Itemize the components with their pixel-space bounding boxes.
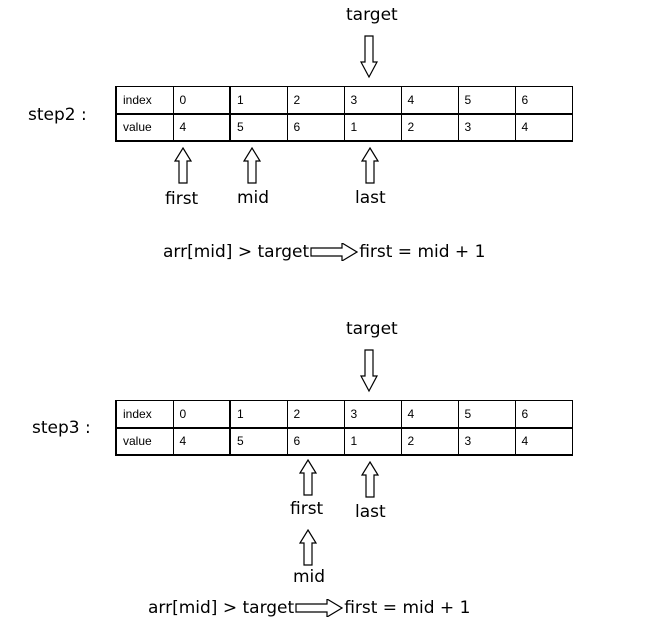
value-cell: 4 bbox=[514, 427, 573, 456]
step3-array-table: index 0 1 2 3 4 5 6 value 4 5 6 1 2 3 4 bbox=[115, 400, 573, 456]
formula-condition: arr[mid] > target bbox=[148, 598, 295, 618]
value-cell: 6 bbox=[286, 427, 345, 456]
index-cell: 3 bbox=[343, 400, 402, 429]
step2-target-label: target bbox=[346, 5, 398, 25]
value-cell: 4 bbox=[172, 113, 231, 142]
step2-mid-up-arrow-icon bbox=[242, 146, 262, 184]
index-cell: 4 bbox=[400, 86, 459, 115]
step3-label: step3 : bbox=[32, 418, 91, 438]
right-arrow-icon bbox=[295, 599, 344, 617]
value-cell: 2 bbox=[400, 113, 459, 142]
value-cell: 2 bbox=[400, 427, 459, 456]
step3-target-down-arrow-icon bbox=[360, 349, 378, 393]
step3-mid-up-arrow-icon bbox=[298, 528, 318, 566]
index-cell: 5 bbox=[457, 400, 516, 429]
right-arrow-icon bbox=[310, 243, 359, 261]
row-header: value bbox=[115, 113, 174, 142]
index-cell: 0 bbox=[172, 400, 231, 429]
step3-value-row: value 4 5 6 1 2 3 4 bbox=[115, 427, 573, 456]
step3-index-row: index 0 1 2 3 4 5 6 bbox=[115, 400, 573, 429]
index-cell: 5 bbox=[457, 86, 516, 115]
step3-first-label: first bbox=[290, 499, 324, 519]
index-cell: 4 bbox=[400, 400, 459, 429]
row-header: index bbox=[115, 86, 174, 115]
index-cell: 6 bbox=[514, 400, 573, 429]
value-cell: 3 bbox=[457, 427, 516, 456]
value-cell: 6 bbox=[286, 113, 345, 142]
step2-first-label: first bbox=[165, 189, 199, 209]
value-cell: 5 bbox=[229, 427, 288, 456]
step2-label: step2 : bbox=[28, 105, 87, 125]
step2-last-label: last bbox=[355, 188, 386, 208]
index-cell: 1 bbox=[229, 86, 288, 115]
value-cell: 5 bbox=[229, 113, 288, 142]
formula-result: first = mid + 1 bbox=[359, 242, 486, 262]
step2-array-table: index 0 1 2 3 4 5 6 value 4 5 6 1 2 3 4 bbox=[115, 86, 573, 142]
index-cell: 2 bbox=[286, 86, 345, 115]
index-cell: 1 bbox=[229, 400, 288, 429]
value-cell: 4 bbox=[514, 113, 573, 142]
step2-mid-label: mid bbox=[237, 188, 270, 208]
step2-formula: arr[mid] > target first = mid + 1 bbox=[163, 242, 485, 262]
row-header: value bbox=[115, 427, 174, 456]
index-cell: 6 bbox=[514, 86, 573, 115]
step3-last-label: last bbox=[355, 502, 386, 522]
step2-target-down-arrow-icon bbox=[360, 35, 378, 79]
step3-mid-label: mid bbox=[293, 567, 326, 587]
index-cell: 3 bbox=[343, 86, 402, 115]
step2-index-row: index 0 1 2 3 4 5 6 bbox=[115, 86, 573, 115]
value-cell: 3 bbox=[457, 113, 516, 142]
index-cell: 0 bbox=[172, 86, 231, 115]
formula-condition: arr[mid] > target bbox=[163, 242, 310, 262]
step3-last-up-arrow-icon bbox=[360, 460, 380, 498]
index-cell: 2 bbox=[286, 400, 345, 429]
step2-first-up-arrow-icon bbox=[173, 146, 193, 184]
value-cell: 4 bbox=[172, 427, 231, 456]
step3-target-label: target bbox=[346, 319, 398, 339]
step3-first-up-arrow-icon bbox=[298, 458, 318, 496]
step2-last-up-arrow-icon bbox=[360, 146, 380, 184]
row-header: index bbox=[115, 400, 174, 429]
value-cell: 1 bbox=[343, 113, 402, 142]
step2-value-row: value 4 5 6 1 2 3 4 bbox=[115, 113, 573, 142]
value-cell: 1 bbox=[343, 427, 402, 456]
formula-result: first = mid + 1 bbox=[344, 598, 471, 618]
step3-formula: arr[mid] > target first = mid + 1 bbox=[148, 598, 470, 618]
